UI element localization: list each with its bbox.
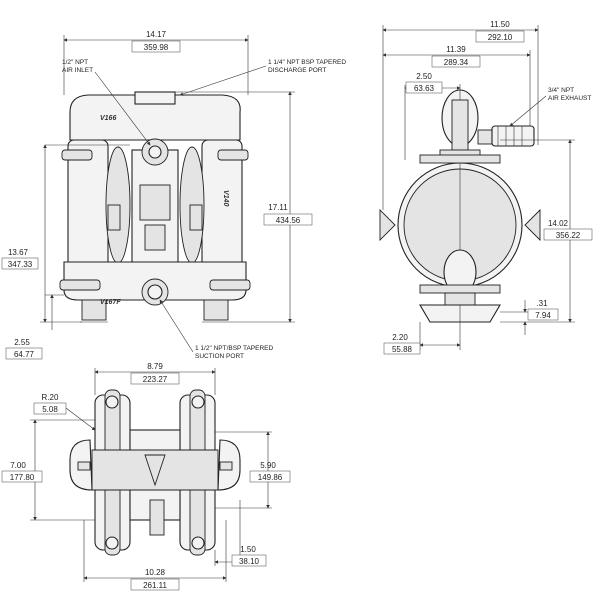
side-width-in: 11.50 [490, 20, 510, 29]
top-depth-mm: 177.80 [10, 473, 35, 482]
top-width-in: 8.79 [147, 362, 163, 371]
top-inner-depth-mm: 149.86 [258, 473, 283, 482]
top-depth-in: 7.00 [10, 461, 26, 470]
side-foot-in: .31 [536, 299, 548, 308]
top-offset-in: 1.50 [240, 545, 256, 554]
front-height-in: 17.11 [268, 203, 288, 212]
front-width-in: 14.17 [146, 30, 167, 39]
front-base-height-in: 2.55 [14, 338, 30, 347]
front-base-height-mm: 64.77 [14, 350, 35, 359]
model-label-side: V140 [222, 190, 229, 206]
top-overall-in: 10.28 [145, 568, 166, 577]
front-inlet-height-mm: 347.33 [8, 260, 33, 269]
top-overall-mm: 261.11 [143, 581, 167, 590]
top-radius-mm: 5.08 [42, 405, 58, 414]
front-height-mm: 434.56 [276, 216, 301, 225]
top-view: 8.79 223.27 R.20 5.08 7.00 177.80 5.90 1… [1, 362, 291, 591]
side-base-in: 2.20 [392, 333, 408, 342]
top-width-mm: 223.27 [143, 375, 168, 384]
side-view: 11.50 292.10 11.39 289.34 2.50 63.63 3/4… [379, 20, 593, 355]
side-offset-in: 2.50 [416, 72, 432, 81]
top-offset-mm: 38.10 [239, 557, 260, 566]
side-offset-mm: 63.63 [414, 84, 435, 93]
side-foot-mm: 7.94 [535, 311, 551, 320]
top-inner-depth-in: 5.90 [260, 461, 276, 470]
model-label-bottom: V167F [100, 299, 121, 306]
side-inner-width-mm: 289.34 [444, 58, 469, 67]
front-width-mm: 359.98 [144, 43, 169, 52]
side-height-in: 14.02 [548, 219, 569, 228]
side-height-mm: 356.22 [556, 231, 581, 240]
front-view: V166 V140 V167F 14.17 359.98 17.11 434.5… [1, 30, 346, 360]
side-inner-width-in: 11.39 [446, 45, 466, 54]
front-inlet-height-in: 13.67 [8, 248, 29, 257]
side-base-mm: 55.88 [392, 345, 413, 354]
model-label-top: V166 [100, 115, 116, 122]
side-width-mm: 292.10 [488, 33, 513, 42]
top-radius-in: R.20 [42, 393, 59, 402]
